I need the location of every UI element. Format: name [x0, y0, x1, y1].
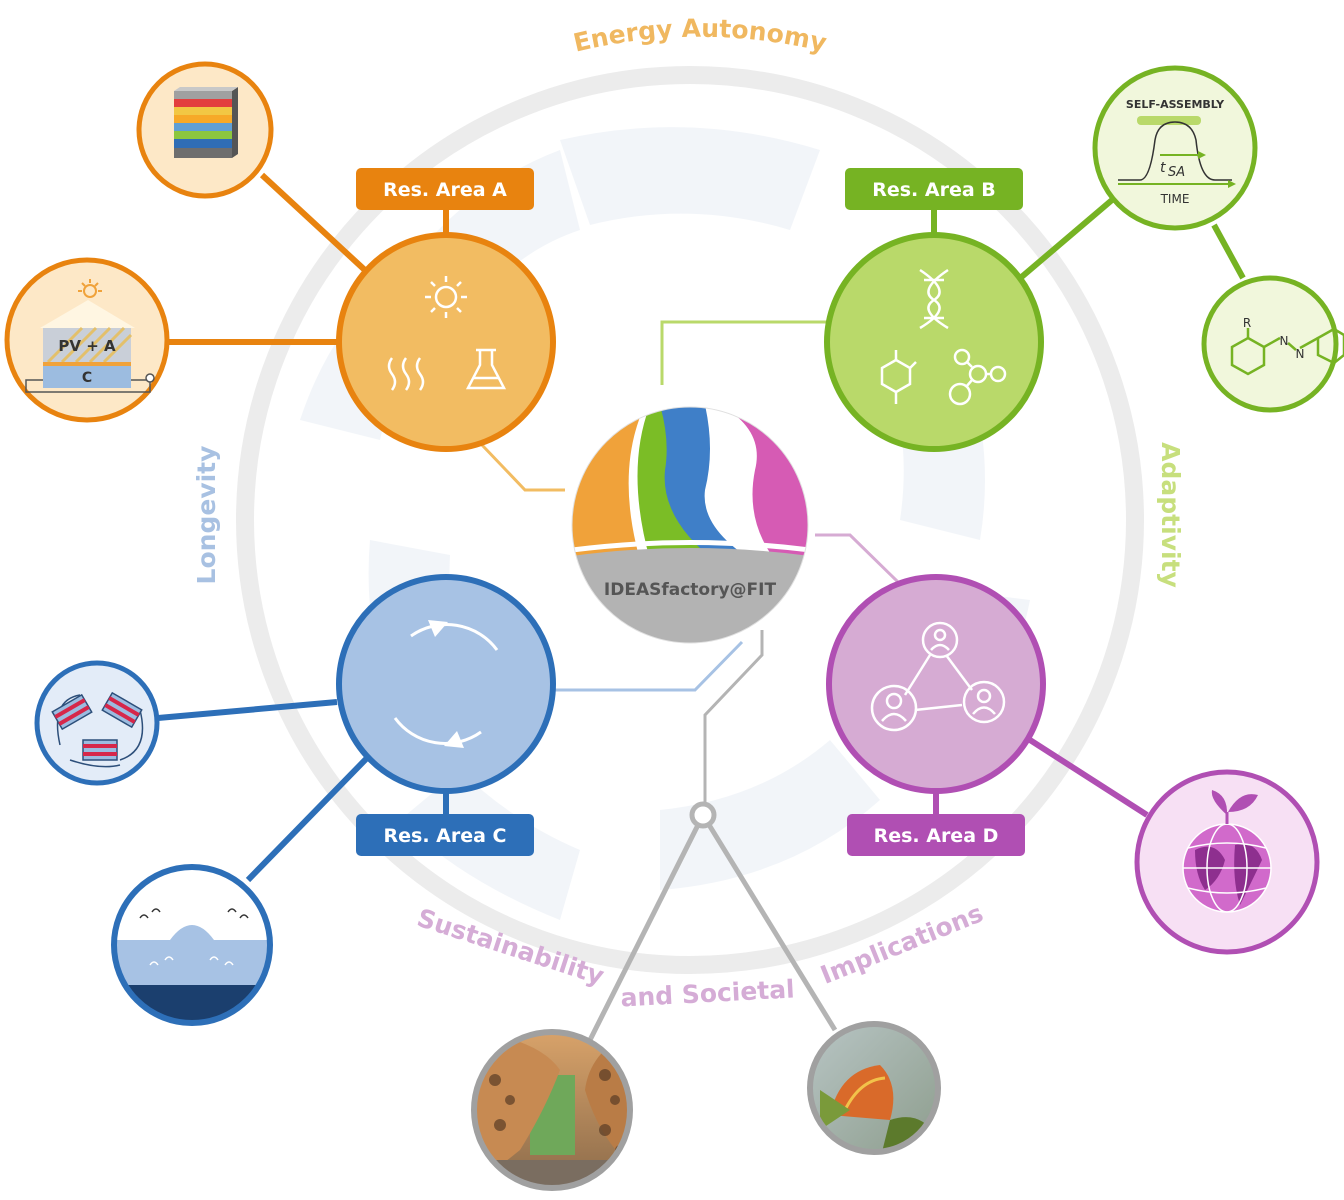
satellite-architecture-photo[interactable] [470, 1029, 635, 1191]
pill-area-a[interactable]: Res. Area A [356, 168, 534, 210]
satellite-battery-cells[interactable] [34, 660, 160, 786]
research-area-d[interactable] [826, 574, 1046, 794]
network-molecule-icon [948, 348, 1007, 406]
globe-plant-icon [1182, 790, 1272, 913]
tsa-sub: SA [1168, 165, 1185, 180]
heat-waves-icon [387, 357, 425, 391]
satellite-self-assembly[interactable]: SELF-ASSEMBLY t SA TIME [1092, 65, 1258, 231]
pill-area-c[interactable]: Res. Area C [356, 814, 534, 856]
satellite-globe[interactable] [1134, 769, 1320, 955]
hub-label: IDEASfactory@FIT [604, 580, 777, 600]
time-axis-label: TIME [1160, 192, 1190, 206]
svg-text:Res. Area B: Res. Area B [872, 179, 996, 201]
azo-n1-label: N [1280, 334, 1289, 348]
hub-blue-stripe [660, 407, 760, 565]
theme-longevity: Longevity [192, 446, 221, 585]
pill-area-b[interactable]: Res. Area B [845, 168, 1023, 210]
satellite-azobenzene[interactable]: R N N [1201, 275, 1344, 413]
azobenzene-icon [1230, 327, 1344, 376]
hub-logo[interactable]: IDEASfactory@FIT [570, 405, 810, 645]
azo-r-label: R [1243, 316, 1251, 330]
self-assembly-title: SELF-ASSEMBLY [1126, 98, 1225, 111]
satellite-flytrap-photo[interactable] [805, 1020, 945, 1160]
research-area-b[interactable] [824, 232, 1044, 452]
battery-cells-icon [51, 691, 144, 768]
people-network-icon [870, 621, 1006, 732]
sun-icon [425, 276, 467, 318]
satellite-layer-stack[interactable] [136, 61, 274, 199]
junction-node [689, 801, 717, 829]
satellite-pv-cell[interactable]: PV + A C [4, 257, 170, 423]
research-area-a[interactable] [336, 232, 556, 452]
azo-n2-label: N [1296, 347, 1305, 361]
pv-cell-icon [25, 279, 155, 393]
theme-adaptivity: Adaptivity [1156, 442, 1185, 588]
svg-text:Res. Area C: Res. Area C [384, 825, 507, 847]
molecule-icon [880, 350, 917, 404]
dna-icon [919, 268, 949, 330]
flask-icon [465, 348, 507, 390]
tsa-prefix: t [1160, 160, 1166, 176]
svg-text:Res. Area D: Res. Area D [874, 825, 999, 847]
hub-connectors [480, 320, 900, 815]
cycle-arrows-icon [393, 620, 499, 748]
theme-energy-autonomy: Energy Autonomy [571, 14, 830, 58]
pv-top-label: PV + A [58, 337, 116, 355]
pill-area-d[interactable]: Res. Area D [847, 814, 1025, 856]
research-area-c[interactable] [336, 574, 556, 794]
satellite-coating[interactable] [110, 864, 275, 1030]
svg-text:Res. Area A: Res. Area A [383, 179, 507, 201]
satellite-connectors [157, 172, 1246, 1042]
pv-bottom-label: C [82, 370, 92, 386]
flytrap-photo [810, 1024, 938, 1152]
theme-sustainability-2: and Societal [620, 974, 795, 1012]
layer-stack-icon [174, 87, 238, 158]
